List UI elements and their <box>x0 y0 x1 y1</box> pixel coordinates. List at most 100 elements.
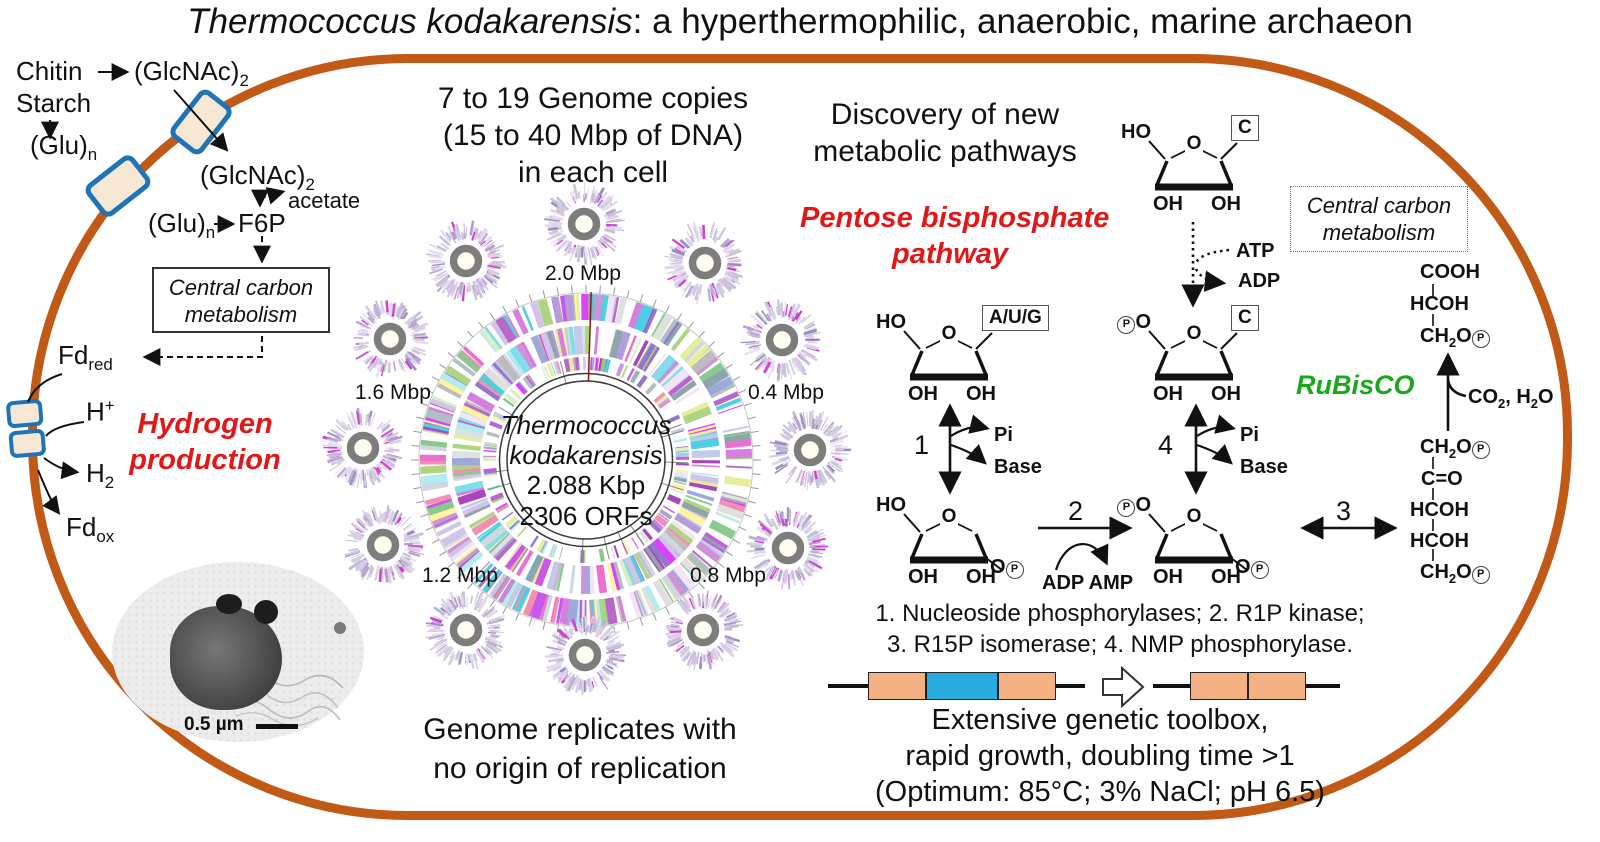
genome-orfs: 2306 ORFs <box>519 501 653 531</box>
label-f6p: F6P <box>238 208 286 238</box>
rubp-hcoh-1: HCOH <box>1410 499 1469 521</box>
gene-marker-cassette <box>926 672 998 700</box>
mini-genome-3 <box>663 221 747 305</box>
species-name: Thermococcus kodakarensis <box>187 2 633 41</box>
ring-oxygen: O <box>940 323 958 345</box>
rubisco-label: RuBisCO <box>1296 370 1415 400</box>
label-h-plus: H+ <box>86 396 115 427</box>
mini-genome-9 <box>746 506 830 590</box>
circled-p-icon: P <box>1250 561 1269 579</box>
genome-size: 2.088 Kbp <box>526 470 646 500</box>
ccm-left-line1: Central carbon <box>168 275 314 300</box>
hydroxyl-right: OH <box>1211 193 1241 215</box>
ring-oxygen: O <box>1185 133 1203 155</box>
genome-species-line2: kodakarensis <box>509 440 663 470</box>
enzyme-legend: 1. Nucleoside phosphorylases; 2. R1P kin… <box>820 598 1420 660</box>
mini-genome-6 <box>321 406 405 490</box>
ring-oxygen: O <box>1185 323 1203 345</box>
label-base-4: Base <box>1240 456 1288 478</box>
label-acetate: acetate <box>288 188 361 213</box>
substituent-left: HO <box>876 494 906 516</box>
circled-p-icon: P <box>1117 316 1136 334</box>
label-atp: ATP <box>1236 240 1275 262</box>
label-glcnac2-inside: (GlcNAc)2 <box>200 160 315 195</box>
ccm-right-line2: metabolism <box>1322 220 1436 245</box>
title-rest: : a hyperthermophilic, anaerobic, marine… <box>632 2 1413 41</box>
cell-protrusion-1 <box>216 594 242 614</box>
gene-flank-right-1 <box>998 672 1056 700</box>
mbp-label-04: 0.4 Mbp <box>748 381 824 404</box>
figure-title: Thermococcus kodakarensis: a hyperthermo… <box>0 2 1600 42</box>
hydroxyl-right: OH <box>1211 383 1241 405</box>
label-pi-1: Pi <box>994 424 1013 446</box>
label-adp-amp: ADP AMP <box>1042 572 1134 594</box>
central-carbon-metabolism-box-left: Central carbon metabolism <box>152 267 330 333</box>
hollow-arrow-icon <box>1102 665 1145 709</box>
rubp-hcoh-2: HCOH <box>1410 530 1469 552</box>
mini-genome-11 <box>543 613 627 697</box>
hydrogen-production-label: Hydrogen production <box>95 406 315 478</box>
toolbox-line1: Extensive genetic toolbox, <box>931 704 1269 736</box>
gene-flank-right-2 <box>1248 672 1306 700</box>
pentose-line1: Pentose bisphosphate <box>800 202 1110 234</box>
micrograph-particle <box>334 622 346 634</box>
label-pi-4: Pi <box>1240 424 1259 446</box>
circled-p-icon: P <box>1471 330 1490 348</box>
mini-genome-7 <box>768 408 852 492</box>
hydroxyl-left: OH <box>908 566 938 588</box>
hydroxyl-right: OH <box>966 383 996 405</box>
label-chitin: Chitin <box>16 56 83 86</box>
discovery-line2: metabolic pathways <box>813 135 1077 168</box>
mini-genome-12 <box>661 588 745 672</box>
discovery-caption: Discovery of new metabolic pathways <box>790 96 1100 170</box>
hydrogen-line1: Hydrogen <box>137 408 273 440</box>
mini-genome-1 <box>542 182 626 266</box>
enzyme-legend-line2: 3. R15P isomerase; 4. NMP phosphorylase. <box>886 631 1354 658</box>
pentose-line2: pathway <box>891 238 1009 270</box>
mbp-label-12: 1.2 Mbp <box>422 564 498 587</box>
replication-line1: Genome replicates with <box>423 713 737 746</box>
ring-oxygen: O <box>1185 506 1203 528</box>
copies-line2: (15 to 40 Mbp of DNA) <box>442 119 744 152</box>
toolbox-line2: rapid growth, doubling time >1 <box>905 740 1295 772</box>
genome-map <box>396 270 776 650</box>
pga-cooh: COOH <box>1420 261 1480 283</box>
hydroxyl-left: OH <box>1153 383 1183 405</box>
hydroxyl-left: OH <box>1153 193 1183 215</box>
scale-bar <box>256 724 298 729</box>
mini-genome-10 <box>424 588 508 672</box>
label-glun-inside: (Glu)n <box>148 208 216 243</box>
label-adp: ADP <box>1238 270 1281 292</box>
substituent-left: HO <box>1121 121 1151 143</box>
mbp-label-08: 0.8 Mbp <box>690 564 766 587</box>
mbp-label-16: 1.6 Mbp <box>355 381 431 404</box>
label-fd-ox: Fdox <box>66 512 115 547</box>
hydrogen-line2: production <box>129 444 281 476</box>
base-box: A/U/G <box>982 305 1049 331</box>
central-carbon-metabolism-box-right: Central carbon metabolism <box>1290 186 1468 252</box>
cell-protrusion-2 <box>254 600 278 624</box>
copies-line3: in each cell <box>517 156 669 189</box>
step-1: 1 <box>914 430 930 460</box>
genome-species-line1: Thermococcus <box>500 410 672 440</box>
mini-genome-2 <box>424 219 508 303</box>
mini-genome-4 <box>348 297 432 381</box>
genome-copies-caption: 7 to 19 Genome copies (15 to 40 Mbp of D… <box>400 80 786 191</box>
electron-micrograph: 0.5 µm <box>112 562 364 742</box>
replication-line2: no origin of replication <box>433 752 727 785</box>
circled-p-icon: P <box>1471 566 1490 584</box>
ccm-right-line1: Central carbon <box>1306 193 1452 218</box>
mini-genome-8 <box>341 503 425 587</box>
label-starch: Starch <box>16 88 92 118</box>
pentose-pathway-label: Pentose bisphosphate pathway <box>800 200 1110 272</box>
base-box: C <box>1231 305 1259 331</box>
label-base-1: Base <box>994 456 1042 478</box>
